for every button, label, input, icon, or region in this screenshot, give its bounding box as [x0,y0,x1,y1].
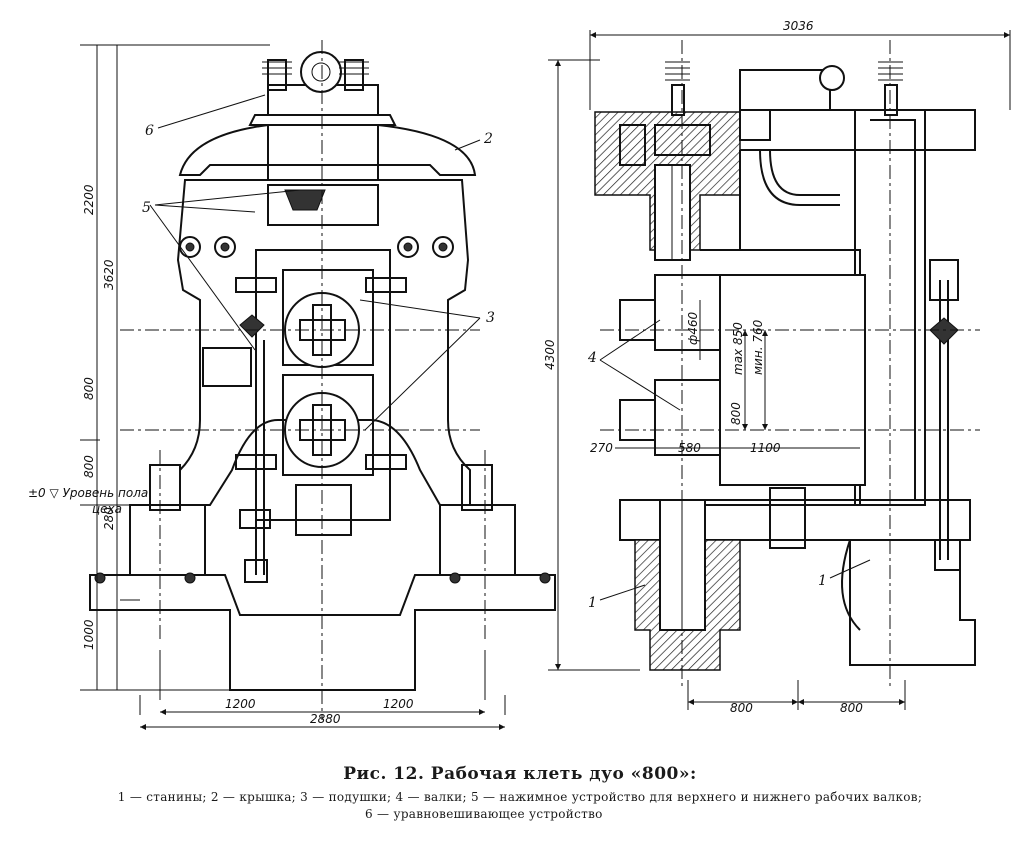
callout-4: 4 [587,350,597,366]
floor-level-label-2: цеха [92,502,122,516]
dim-total-height-right: 4300 [543,339,557,370]
dim-max-opening: max 850 [731,322,745,375]
dim-height-bottom: 1000 [82,619,96,650]
dim-min-opening: мин. 760 [751,319,765,375]
dim-height-top: 2200 [82,184,96,215]
figure-title: Рис. 12. Рабочая клеть дуо «800»: [343,764,697,784]
dim-half-right: 1200 [383,697,414,711]
dim-580: 580 [678,441,701,455]
callout-6: 6 [145,123,154,139]
callout-5: 5 [142,200,151,216]
floor-level-label: ±0 ▽ Уровень пола [28,486,148,500]
figure-legend-line-2: 6 — уравновешивающее устройство [365,807,603,821]
dim-total-width-right: 3036 [783,19,814,33]
figure-legend-line-1: 1 — станины; 2 — крышка; 3 — подушки; 4 … [117,790,923,804]
dim-1100: 1100 [750,441,781,455]
callout-1-right: 1 [818,573,827,589]
engineering-drawing: 2880 1200 1200 2200 3620 800 800 280 100… [28,19,1011,730]
dim-height-base: 280 [102,507,116,530]
dim-270: 270 [590,441,613,455]
dim-total-width-left: 2880 [310,712,341,726]
front-elevation-view [80,40,556,730]
callout-2: 2 [483,131,493,147]
dim-gap: 800 [729,402,743,425]
dim-roll-diameter: ф460 [686,311,700,345]
callout-3: 3 [486,310,495,326]
dim-height-low: 800 [82,455,96,478]
dim-bottom-right: 800 [840,701,863,715]
dim-height-mid: 800 [82,377,96,400]
side-section-view [548,30,1011,710]
dim-height-main: 3620 [102,259,116,290]
callout-1-left: 1 [588,595,597,611]
dim-bottom-left: 800 [730,701,753,715]
dim-half-left: 1200 [225,697,256,711]
